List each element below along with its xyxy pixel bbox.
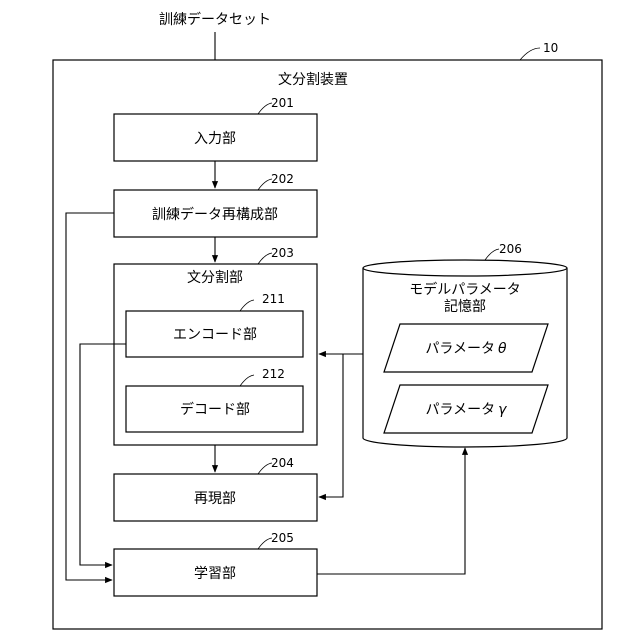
storage-label-line2: 記憶部 bbox=[444, 298, 486, 315]
reconstruct-unit-ref: 202 bbox=[271, 172, 294, 186]
reconstruct-unit-label: 訓練データ再構成部 bbox=[152, 206, 278, 223]
learning-unit-label: 学習部 bbox=[194, 566, 236, 582]
param-theta-prefix: パラメータ bbox=[425, 341, 495, 357]
param-theta-symbol: θ bbox=[498, 341, 507, 357]
storage-label-line1: モデルパラメータ bbox=[409, 281, 521, 298]
device-ref-leader bbox=[520, 48, 540, 60]
storage-cylinder-top bbox=[363, 260, 567, 276]
device-ref: 10 bbox=[543, 41, 558, 55]
splitter-unit-label: 文分割部 bbox=[187, 269, 243, 286]
encoder-unit-label: エンコード部 bbox=[173, 327, 257, 343]
encoder-unit-ref: 211 bbox=[262, 292, 285, 306]
input-dataset-label: 訓練データセット bbox=[159, 11, 271, 28]
decoder-unit-label: デコード部 bbox=[180, 401, 250, 418]
splitter-unit-ref: 203 bbox=[271, 246, 294, 260]
input-unit-label: 入力部 bbox=[194, 131, 236, 147]
learning-unit-ref: 205 bbox=[271, 531, 294, 545]
reproduce-unit-ref: 204 bbox=[271, 456, 294, 470]
reproduce-unit-label: 再現部 bbox=[194, 491, 236, 507]
param-gamma-prefix: パラメータ bbox=[426, 402, 496, 418]
param-theta-text: パラメータθ bbox=[425, 341, 507, 357]
device-title: 文分割装置 bbox=[278, 71, 348, 88]
storage-ref: 206 bbox=[499, 242, 522, 256]
input-unit-ref: 201 bbox=[271, 96, 294, 110]
param-gamma-text: パラメータγ bbox=[426, 402, 508, 418]
param-gamma-symbol: γ bbox=[498, 402, 507, 418]
decoder-unit-ref: 212 bbox=[262, 367, 285, 381]
